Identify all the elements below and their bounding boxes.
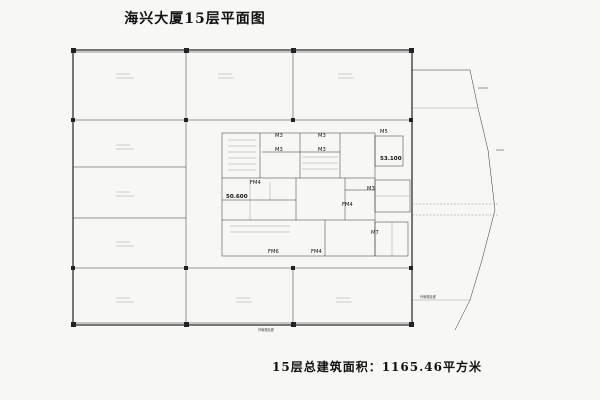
door-label-m5: M5 [380, 129, 388, 135]
door-label-fm4: FM4 [342, 202, 353, 208]
door-label-m3: M3 [318, 147, 326, 153]
door-label-m3: M3 [275, 133, 283, 139]
drawing-title: 海兴大厦15层平面图 [124, 11, 266, 27]
door-label-m3: M3 [367, 186, 375, 192]
elevation-label-left: 50.600 [226, 194, 248, 200]
door-label-m7: M7 [371, 230, 379, 236]
corridor-label-right: 外管理走廊 [420, 294, 437, 299]
corridor-label-bottom: 外管理走廊 [258, 327, 275, 332]
elevation-label-right: 53.100 [380, 156, 402, 162]
door-label-fm6: FM6 [268, 249, 279, 255]
building-outline [72, 49, 413, 326]
door-label-fm4: FM4 [311, 249, 322, 255]
door-label-m3: M3 [275, 147, 283, 153]
door-label-m3: M3 [318, 133, 326, 139]
total-area-caption: 15层总建筑面积：1165.46平方米 [272, 360, 482, 374]
door-label-fm4: FM4 [250, 180, 261, 186]
